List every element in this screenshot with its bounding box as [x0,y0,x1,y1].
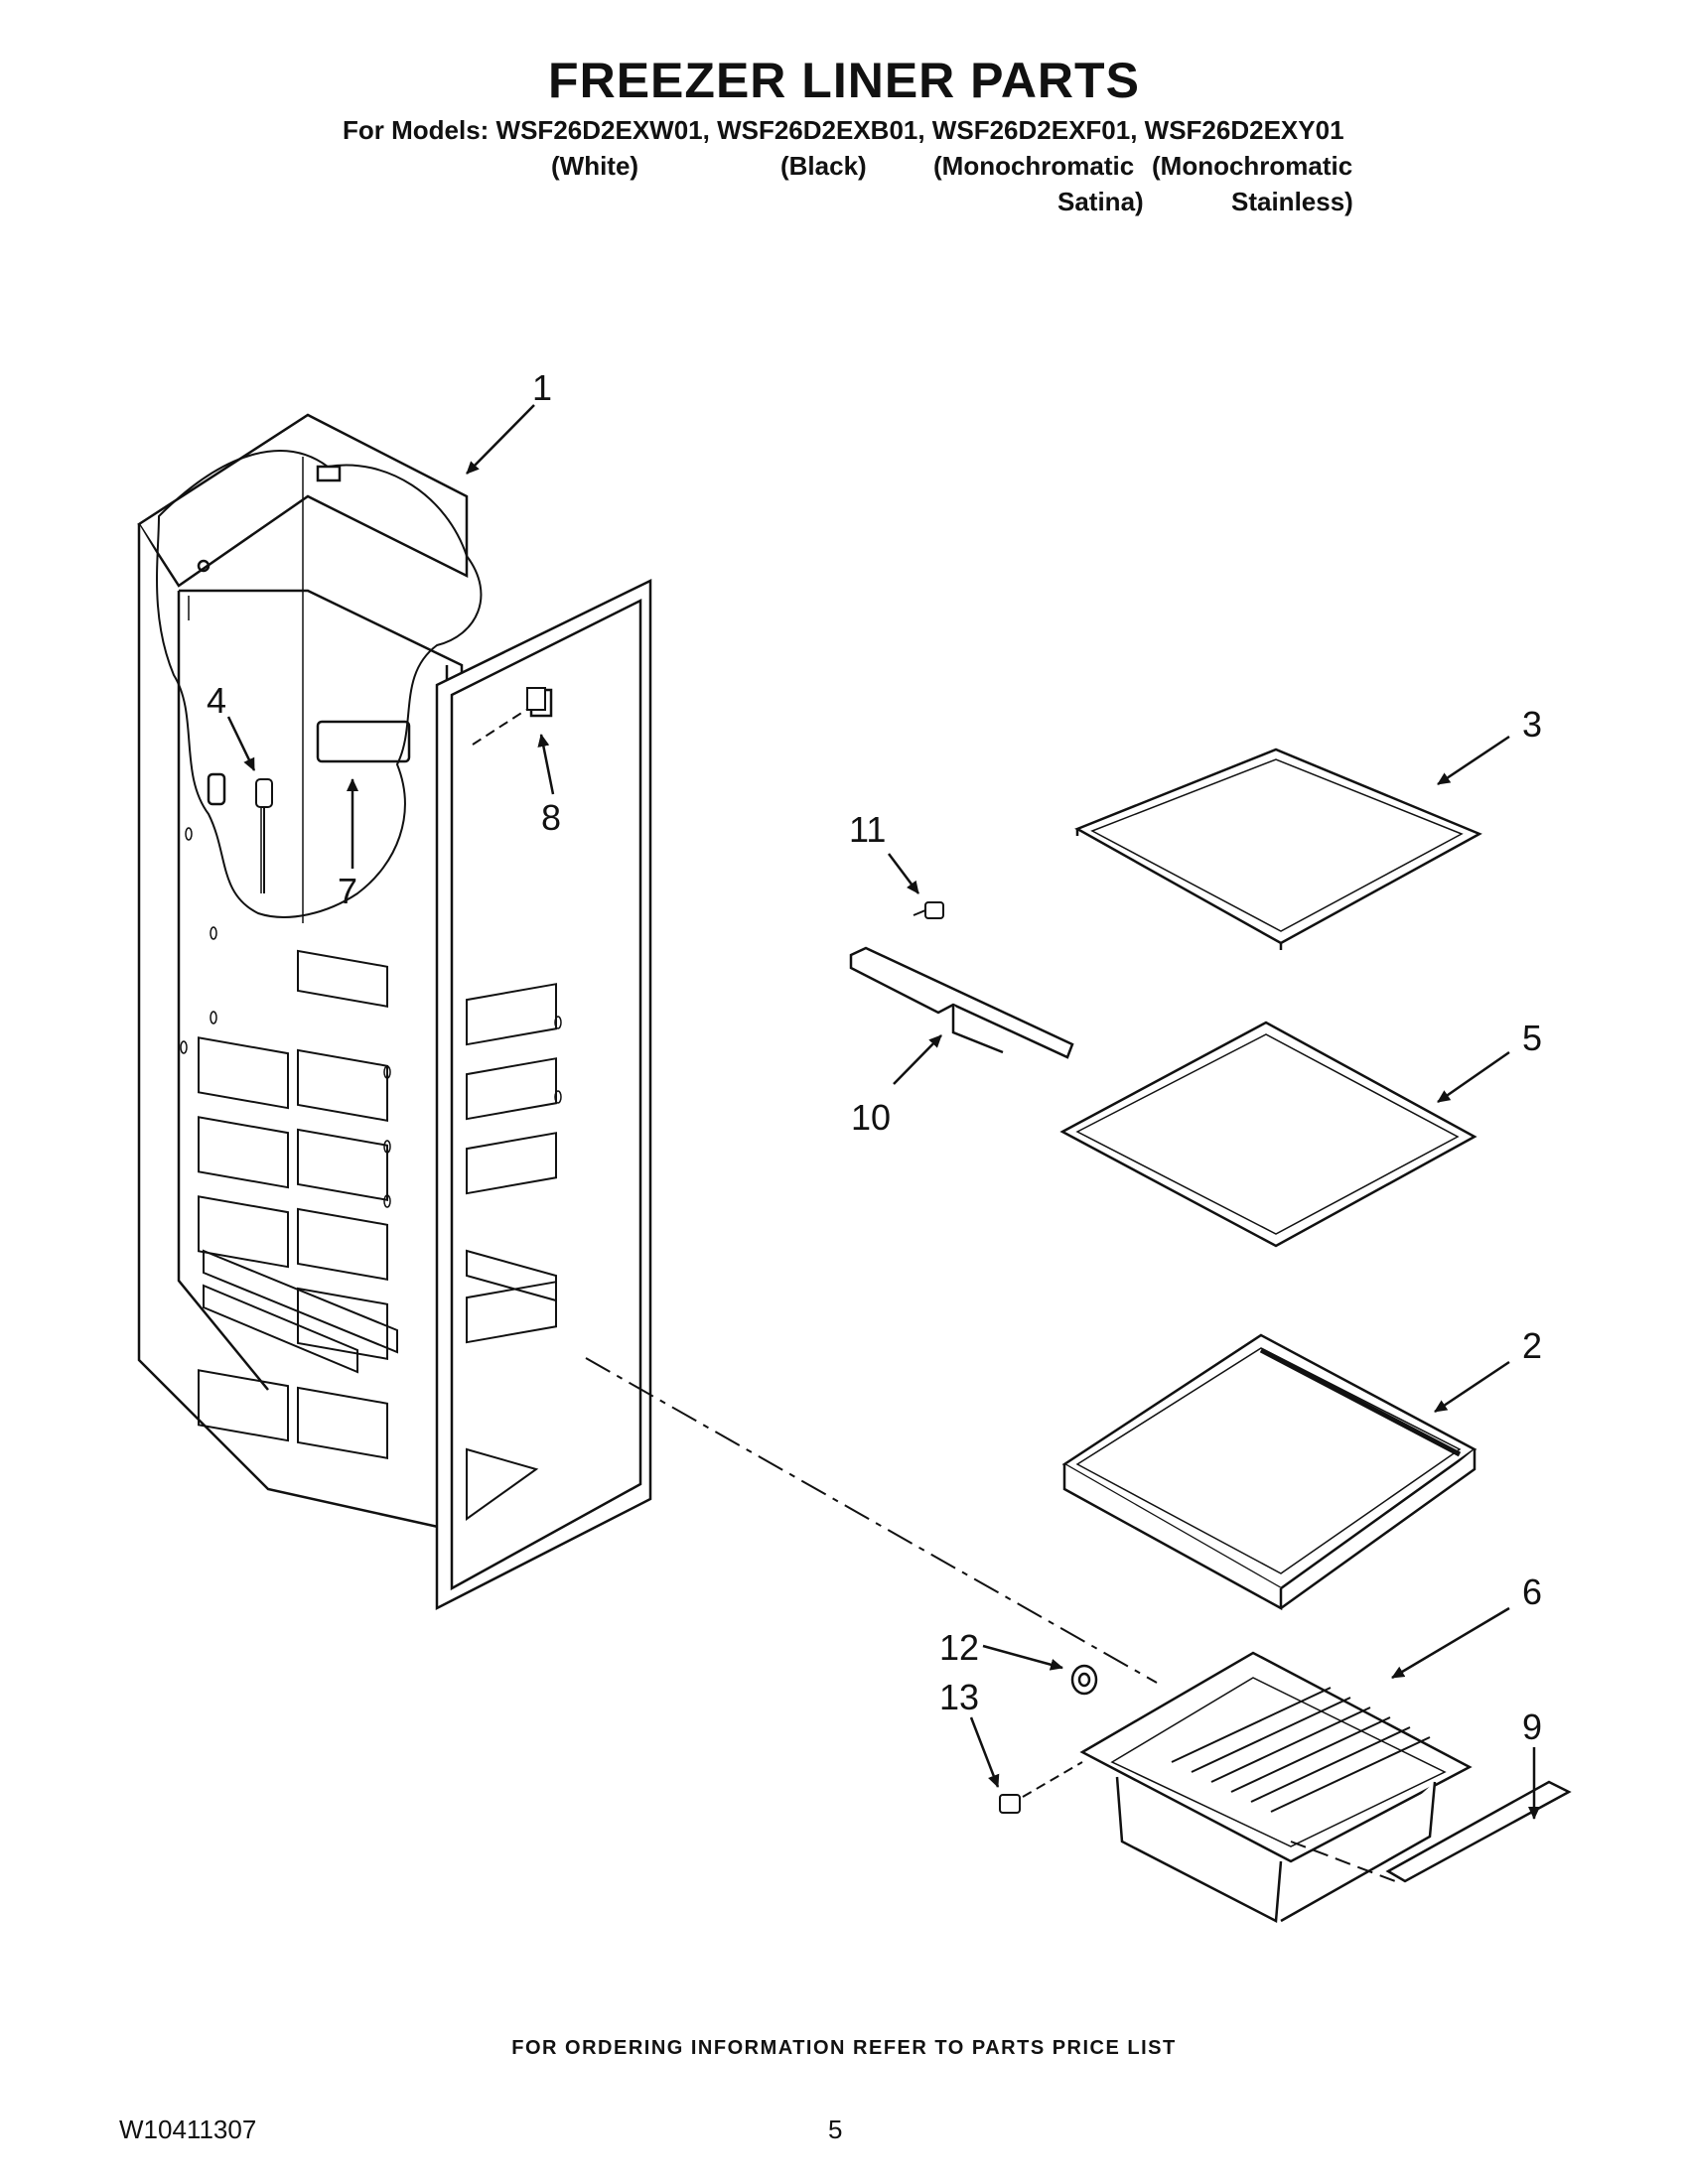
clip [472,687,546,746]
variant-black: (Black) [780,151,867,181]
leader-arrows [226,404,1540,1820]
assembly-line [585,1357,1158,1684]
models-line: For Models: WSF26D2EXW01, WSF26D2EXB01, … [343,115,1344,145]
screw [913,901,944,919]
roller [1070,1664,1098,1696]
callout-3: 3 [1522,704,1542,745]
freezer-liner [137,413,652,1611]
variant-satina: Satina) [1057,187,1144,216]
document-number: W10411307 [119,2115,257,2144]
callout-10: 10 [851,1097,891,1138]
callout-6: 6 [1522,1571,1542,1612]
callout-1: 1 [532,367,552,408]
variant-white: (White) [551,151,639,181]
roller-stud [999,1761,1083,1814]
variant-mono-2: (Monochromatic [1152,151,1353,181]
callout-12: 12 [939,1627,979,1668]
callout-13: 13 [939,1677,979,1717]
callout-7: 7 [338,871,357,911]
shelf-bracket [849,946,1074,1059]
page-number: 5 [828,2115,843,2144]
shelf-lower [1061,1333,1477,1611]
callout-11: 11 [849,809,886,850]
page-title: FREEZER LINER PARTS [548,53,1140,108]
ordering-note: FOR ORDERING INFORMATION REFER TO PARTS … [511,2037,1177,2059]
callout-4: 4 [207,680,226,721]
shelf-middle [1059,1021,1477,1248]
sensor [255,778,273,893]
variant-stainless: Stainless) [1231,187,1353,216]
shelf-upper [1074,748,1482,950]
drawer-trim [1290,1780,1572,1883]
variant-mono-1: (Monochromatic [933,151,1135,181]
callout-5: 5 [1522,1018,1542,1058]
callout-2: 2 [1522,1325,1542,1366]
callout-8: 8 [541,797,561,838]
callout-9: 9 [1522,1706,1542,1747]
drawer [1079,1651,1473,1923]
